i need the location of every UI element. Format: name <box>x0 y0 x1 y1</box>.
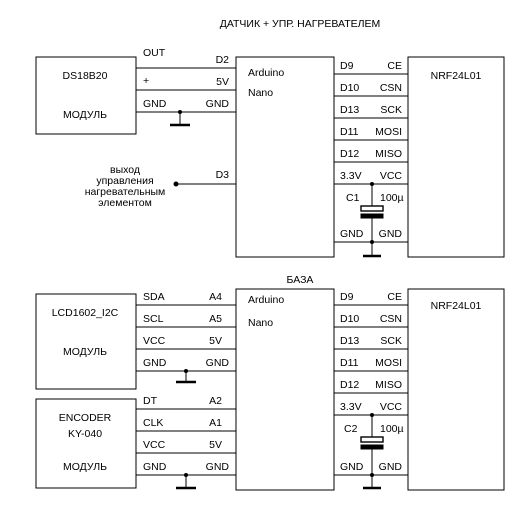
nrf-pin-sck: SCK <box>380 104 402 116</box>
ds18b20-module-label: МОДУЛЬ <box>63 109 107 121</box>
nrf24l01-base-box <box>407 288 505 491</box>
arduino-base-pin-d12: D12 <box>340 379 359 391</box>
arduino-pin-d2: D2 <box>216 54 230 66</box>
nrf-pin-miso: MISO <box>375 148 402 160</box>
nrf-base-pin-gnd: GND <box>379 461 403 473</box>
encoder-name: ENCODER <box>59 412 112 424</box>
c1-ref: C1 <box>346 192 360 204</box>
capacitor-minus-plate-icon <box>360 444 384 450</box>
junction-dot <box>370 473 374 477</box>
base-circuit-title: БАЗА <box>287 274 314 286</box>
heater-note-line2: управления <box>96 175 153 187</box>
lcd-name: LCD1602_I2C <box>52 307 119 319</box>
nrf-base-pin-sck: SCK <box>380 335 402 347</box>
ds18b20-module-box <box>35 56 137 135</box>
arduino-pin-d9: D9 <box>340 60 354 72</box>
encoder-pin-dt: DT <box>143 395 158 407</box>
arduino-base-pin-gnd-right: GND <box>340 461 364 473</box>
lcd-pin-sda: SDA <box>143 291 165 303</box>
nrf-base-pin-ce: CE <box>387 291 402 303</box>
arduino-base-pin-d10: D10 <box>340 313 359 325</box>
arduino-base-pin-a1: A1 <box>209 417 222 429</box>
nrf-base-pin-mosi: MOSI <box>375 357 402 369</box>
arduino-pin-5v: 5V <box>216 76 229 88</box>
nrf-base-pin-vcc: VCC <box>380 401 403 413</box>
heater-note-line1: выход <box>110 164 140 176</box>
encoder-pin-vcc: VCC <box>143 439 166 451</box>
arduino-pin-d3: D3 <box>216 169 230 181</box>
arduino-nano-top-box <box>235 56 335 258</box>
junction-dot <box>370 240 374 244</box>
arduino-base-pin-a4: A4 <box>209 291 222 303</box>
arduino-pin-3v3: 3.3V <box>340 170 362 182</box>
arduino-base-pin-5v-2: 5V <box>209 439 222 451</box>
encoder-pin-clk: CLK <box>143 417 163 429</box>
arduino-base-line1: Arduino <box>248 294 284 306</box>
arduino-base-pin-d11: D11 <box>340 357 359 369</box>
ds18b20-pin-out: OUT <box>143 47 166 59</box>
arduino-base-line2: Nano <box>248 317 273 329</box>
nrf-pin-vcc: VCC <box>380 170 403 182</box>
c2-value: 100µ <box>380 423 404 435</box>
nrf24l01-top-box <box>407 56 505 258</box>
nrf-pin-mosi: MOSI <box>375 126 402 138</box>
capacitor-plus-plate-icon <box>360 205 384 212</box>
arduino-base-pin-a2: A2 <box>209 395 222 407</box>
arduino-base-pin-d13: D13 <box>340 335 359 347</box>
lcd-pin-vcc: VCC <box>143 335 166 347</box>
c2-ref: C2 <box>344 423 358 435</box>
arduino-pin-d13: D13 <box>340 104 359 116</box>
sensor-circuit-title: ДАТЧИК + УПР. НАГРЕВАТЕЛЕМ <box>220 18 381 30</box>
arduino-base-pin-gnd-2: GND <box>206 461 230 473</box>
capacitor-plus-plate-icon <box>360 436 384 443</box>
arduino-base-pin-3v3: 3.3V <box>340 401 362 413</box>
nrf-top-name: NRF24L01 <box>431 70 482 82</box>
arduino-base-pin-5v: 5V <box>209 335 222 347</box>
nrf-pin-gnd: GND <box>379 228 403 240</box>
arduino-top-line2: Nano <box>248 87 273 99</box>
nrf-pin-csn: CSN <box>380 82 402 94</box>
nrf-base-pin-miso: MISO <box>375 379 402 391</box>
arduino-pin-d11: D11 <box>340 126 359 138</box>
ds18b20-pin-gnd: GND <box>143 98 167 110</box>
heater-note-line4: элементом <box>98 197 152 209</box>
encoder-model: KY-040 <box>68 428 102 440</box>
arduino-pin-d10: D10 <box>340 82 359 94</box>
c1-value: 100µ <box>380 192 404 204</box>
arduino-base-pin-d9: D9 <box>340 291 354 303</box>
arduino-pin-d12: D12 <box>340 148 359 160</box>
ds18b20-pin-plus: + <box>143 75 149 87</box>
arduino-pin-gnd: GND <box>206 98 230 110</box>
encoder-module-label: МОДУЛЬ <box>63 461 107 473</box>
capacitor-minus-plate-icon <box>360 213 384 219</box>
junction-dot <box>178 110 182 114</box>
lcd-module-label: МОДУЛЬ <box>63 346 107 358</box>
nrf-base-name: NRF24L01 <box>431 300 482 312</box>
arduino-top-line1: Arduino <box>248 67 284 79</box>
lcd-pin-gnd: GND <box>143 357 167 369</box>
encoder-pin-gnd: GND <box>143 461 167 473</box>
ds18b20-name: DS18B20 <box>63 70 108 82</box>
heater-note-line3: нагревательным <box>85 186 166 198</box>
nrf-pin-ce: CE <box>387 60 402 72</box>
arduino-base-pin-a5: A5 <box>209 313 222 325</box>
lcd-pin-scl: SCL <box>143 313 164 325</box>
nrf-base-pin-csn: CSN <box>380 313 402 325</box>
arduino-nano-base-box <box>235 288 335 491</box>
arduino-base-pin-gnd: GND <box>206 357 230 369</box>
arduino-pin-gnd-right: GND <box>340 228 364 240</box>
